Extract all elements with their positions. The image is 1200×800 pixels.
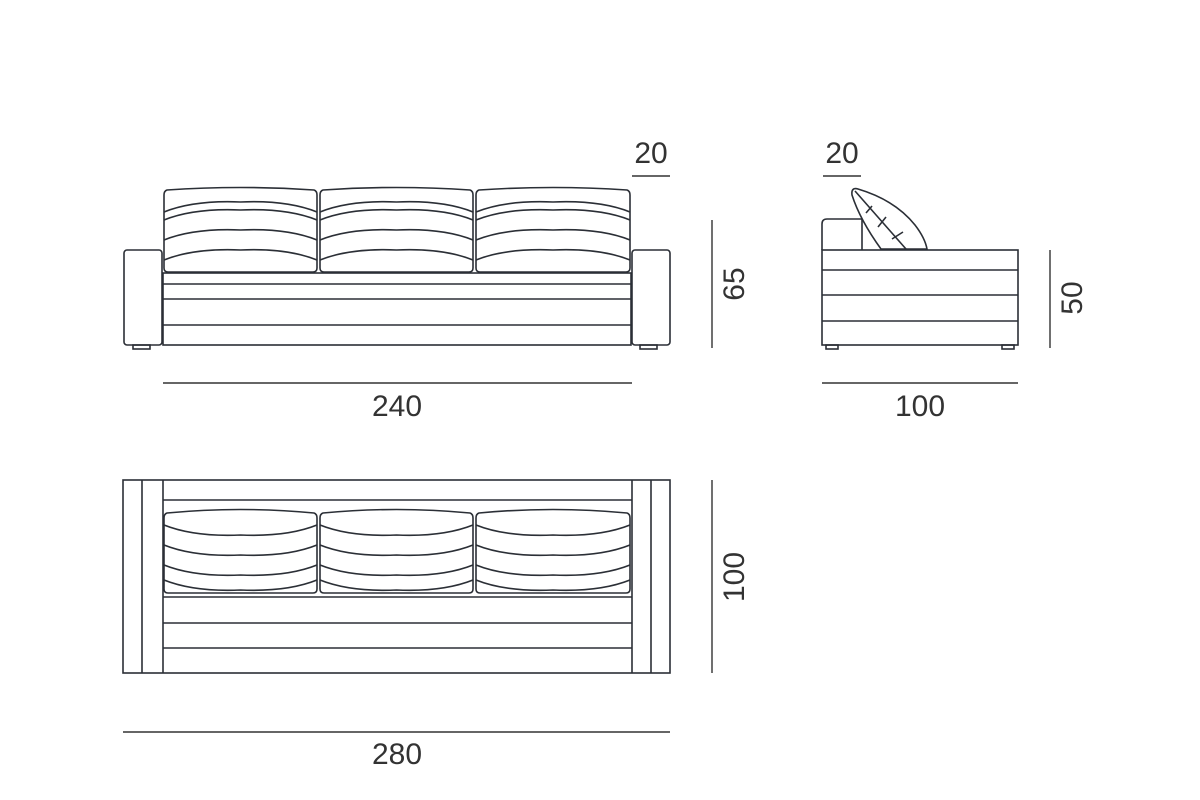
cushion-outline [319,508,474,594]
seat-cushion [163,508,318,594]
cushion-seam [475,208,631,221]
side-height-label: 50 [1056,281,1089,314]
cushion-seam [319,524,474,537]
cushion-seam [163,524,318,537]
seat-base [162,272,632,346]
side-cushion [851,187,928,250]
cushion-seam [475,579,631,592]
cushion-seam [475,564,631,577]
cushion-seam [475,544,631,557]
cushion-seam [319,564,474,577]
cushion-seam [319,579,474,592]
cushion-seam [475,248,631,261]
cushion-seam [319,200,474,213]
side-depth-label: 100 [895,390,945,423]
left-foot [132,344,151,350]
cushion-tufts [865,205,904,240]
back-cushions [163,186,631,273]
cushion-seam [163,208,318,221]
cushion-seam [163,544,318,557]
top-outline [122,479,671,674]
side-body [821,249,1019,346]
cushion-seam [319,248,474,261]
right-arm [631,249,671,346]
cushion-seam [163,228,318,241]
front-height-label: 65 [718,267,751,300]
back-cushion [163,186,318,273]
left-arm [123,249,163,346]
seat-cushion [475,508,631,594]
foot [1001,344,1015,350]
cushion-seam [163,248,318,261]
cushion-seam [475,200,631,213]
side-view [821,187,1019,350]
cushion-outline [475,508,631,594]
backrest [821,218,863,250]
cushion-seam [163,564,318,577]
right-foot [639,344,658,350]
back-cushion [475,186,631,273]
cushion-seam [475,524,631,537]
front-width-label: 240 [372,390,422,423]
cushion-outline [163,508,318,594]
top-view [122,479,671,674]
front-view [123,186,671,350]
cushion-seam [319,228,474,241]
seat-frame [162,272,632,346]
top-width-label: 280 [372,738,422,771]
cushion-seam [319,208,474,221]
back-cushion [319,186,474,273]
cushion-seam [163,579,318,592]
foot [825,344,839,350]
seat-cushion [319,508,474,594]
seat-cushions [163,508,631,594]
top-depth-label: 100 [718,552,751,602]
front-cushion-depth-label: 20 [634,137,667,170]
side-cushion-depth-label: 20 [825,137,858,170]
cushion-seam [319,544,474,557]
cushion-seam [475,228,631,241]
cushion-seam [163,200,318,213]
cushion-seam [854,190,907,250]
cushion-outline [851,187,928,250]
